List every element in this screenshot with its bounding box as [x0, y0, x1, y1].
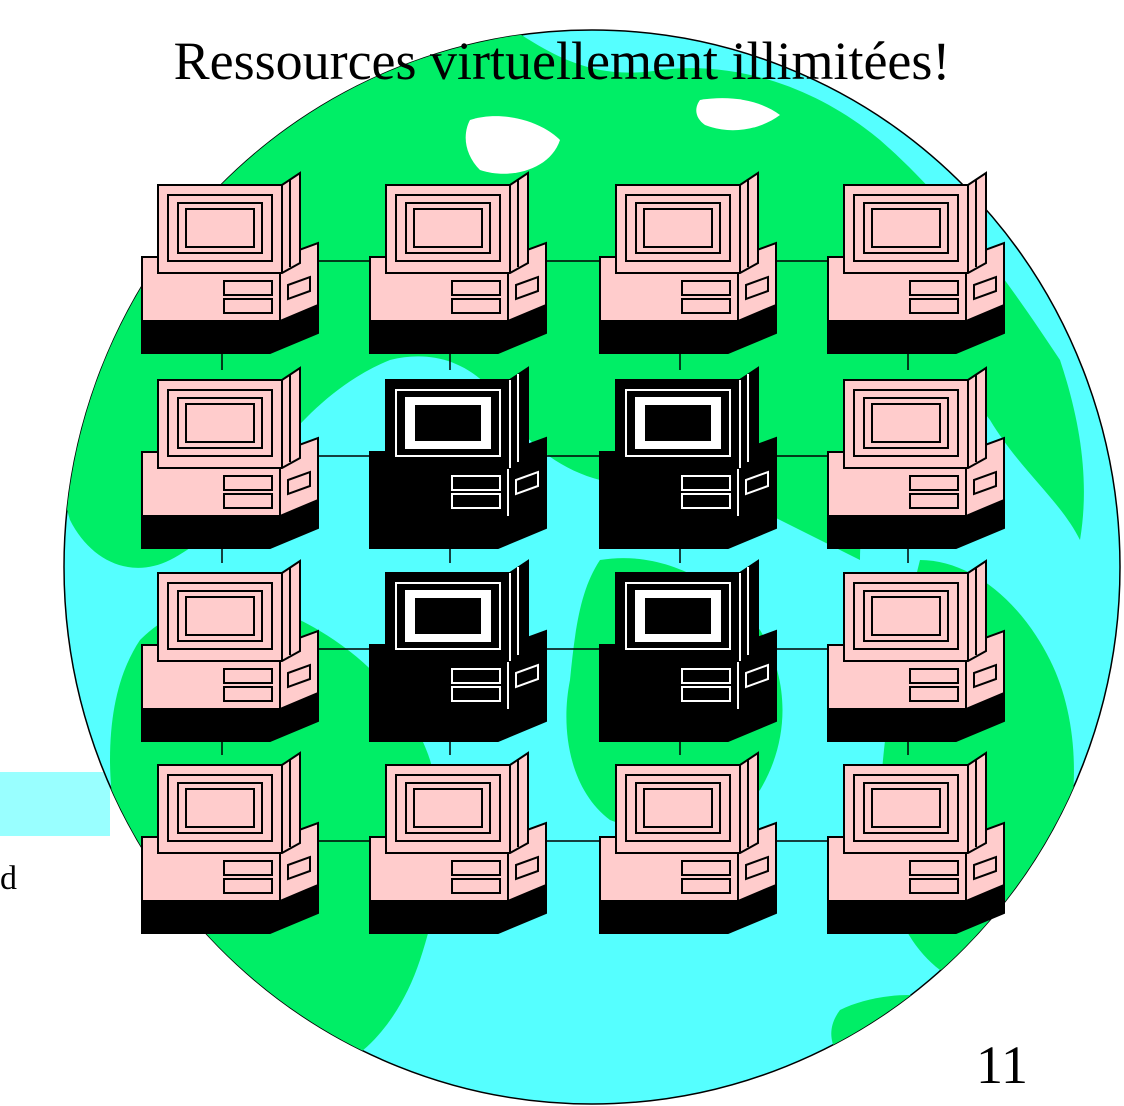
computer-icon [369, 751, 547, 934]
computer-icon [827, 751, 1005, 934]
computer-icon [141, 559, 319, 742]
computer-icon-highlighted [369, 366, 547, 549]
computer-icon [141, 751, 319, 934]
computer-icon [141, 366, 319, 549]
partial-text: d [0, 860, 17, 897]
page-number: 11 [976, 1035, 1028, 1095]
computer-icon [599, 171, 777, 354]
computer-grid [141, 171, 1005, 934]
side-box [0, 772, 110, 836]
computer-icon [141, 171, 319, 354]
slide-title: Ressources virtuellement illimitées! [173, 31, 951, 91]
computer-icon [599, 751, 777, 934]
computer-icon-highlighted [599, 366, 777, 549]
computer-icon [369, 171, 547, 354]
computer-icon [827, 171, 1005, 354]
computer-icon-highlighted [599, 559, 777, 742]
computer-icon [827, 366, 1005, 549]
computer-icon [827, 559, 1005, 742]
computer-icon-highlighted [369, 559, 547, 742]
